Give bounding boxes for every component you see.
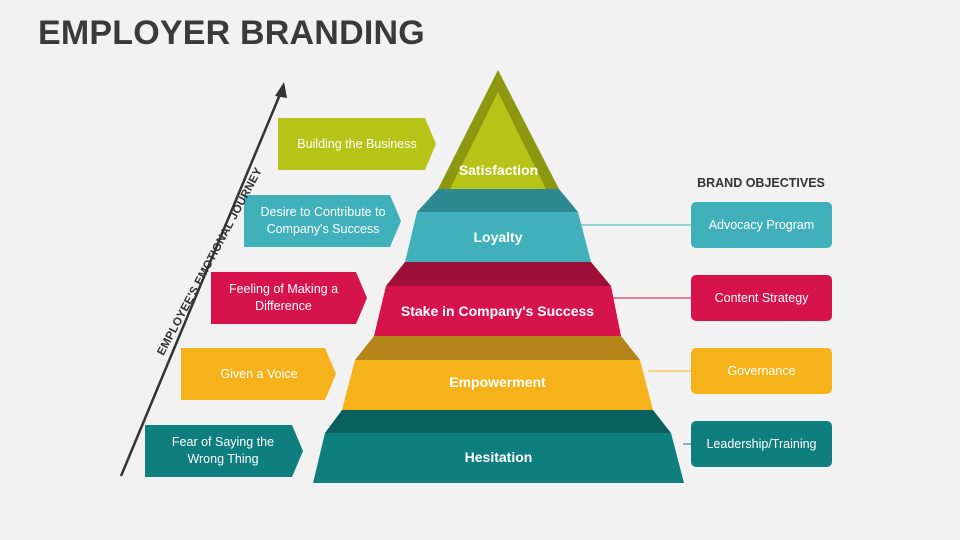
tier-label-stake: Stake in Company's Success	[400, 303, 595, 319]
stage-label-difference: Feeling of Making a Difference	[228, 282, 339, 313]
tier-loyalty-front	[405, 212, 591, 262]
tier-loyalty-back	[417, 189, 578, 212]
stage-box-difference	[211, 272, 367, 324]
objective-content: Content Strategy	[691, 275, 832, 321]
stage-label-desire: Desire to Contribute to Company's Succes…	[260, 205, 386, 236]
tier-empowerment-front	[342, 360, 653, 410]
objectives-heading: BRAND OBJECTIVES	[697, 176, 825, 190]
tier-empowerment-back	[355, 336, 640, 360]
objective-advocacy: Advocacy Program	[691, 202, 832, 248]
journey-arrow-head	[275, 82, 287, 98]
tier-stake-front	[374, 286, 621, 336]
stage-label-fear: Fear of Saying the Wrong Thing	[171, 435, 275, 466]
tier-satisfaction-front	[450, 92, 546, 189]
tier-hesitation-back	[325, 410, 671, 433]
stage-label-building: Building the Business	[297, 136, 417, 151]
stage-box-voice	[181, 348, 336, 400]
tier-label-loyalty: Loyalty	[473, 229, 523, 245]
tier-label-empowerment: Empowerment	[449, 374, 546, 390]
page-title: EMPLOYER BRANDING	[38, 14, 425, 52]
stage-box-desire	[244, 195, 401, 247]
tier-hesitation-front	[313, 433, 684, 483]
objective-leadership: Leadership/Training	[691, 421, 832, 467]
tier-stake-back	[386, 262, 611, 286]
stage-box-building	[278, 118, 436, 170]
stage-box-fear	[145, 425, 303, 477]
tier-label-satisfaction: Satisfaction	[458, 162, 539, 178]
journey-arrow-line	[119, 91, 283, 477]
tier-label-hesitation: Hesitation	[464, 449, 533, 465]
stage-label-voice: Given a Voice	[220, 366, 298, 381]
objective-governance: Governance	[691, 348, 832, 394]
